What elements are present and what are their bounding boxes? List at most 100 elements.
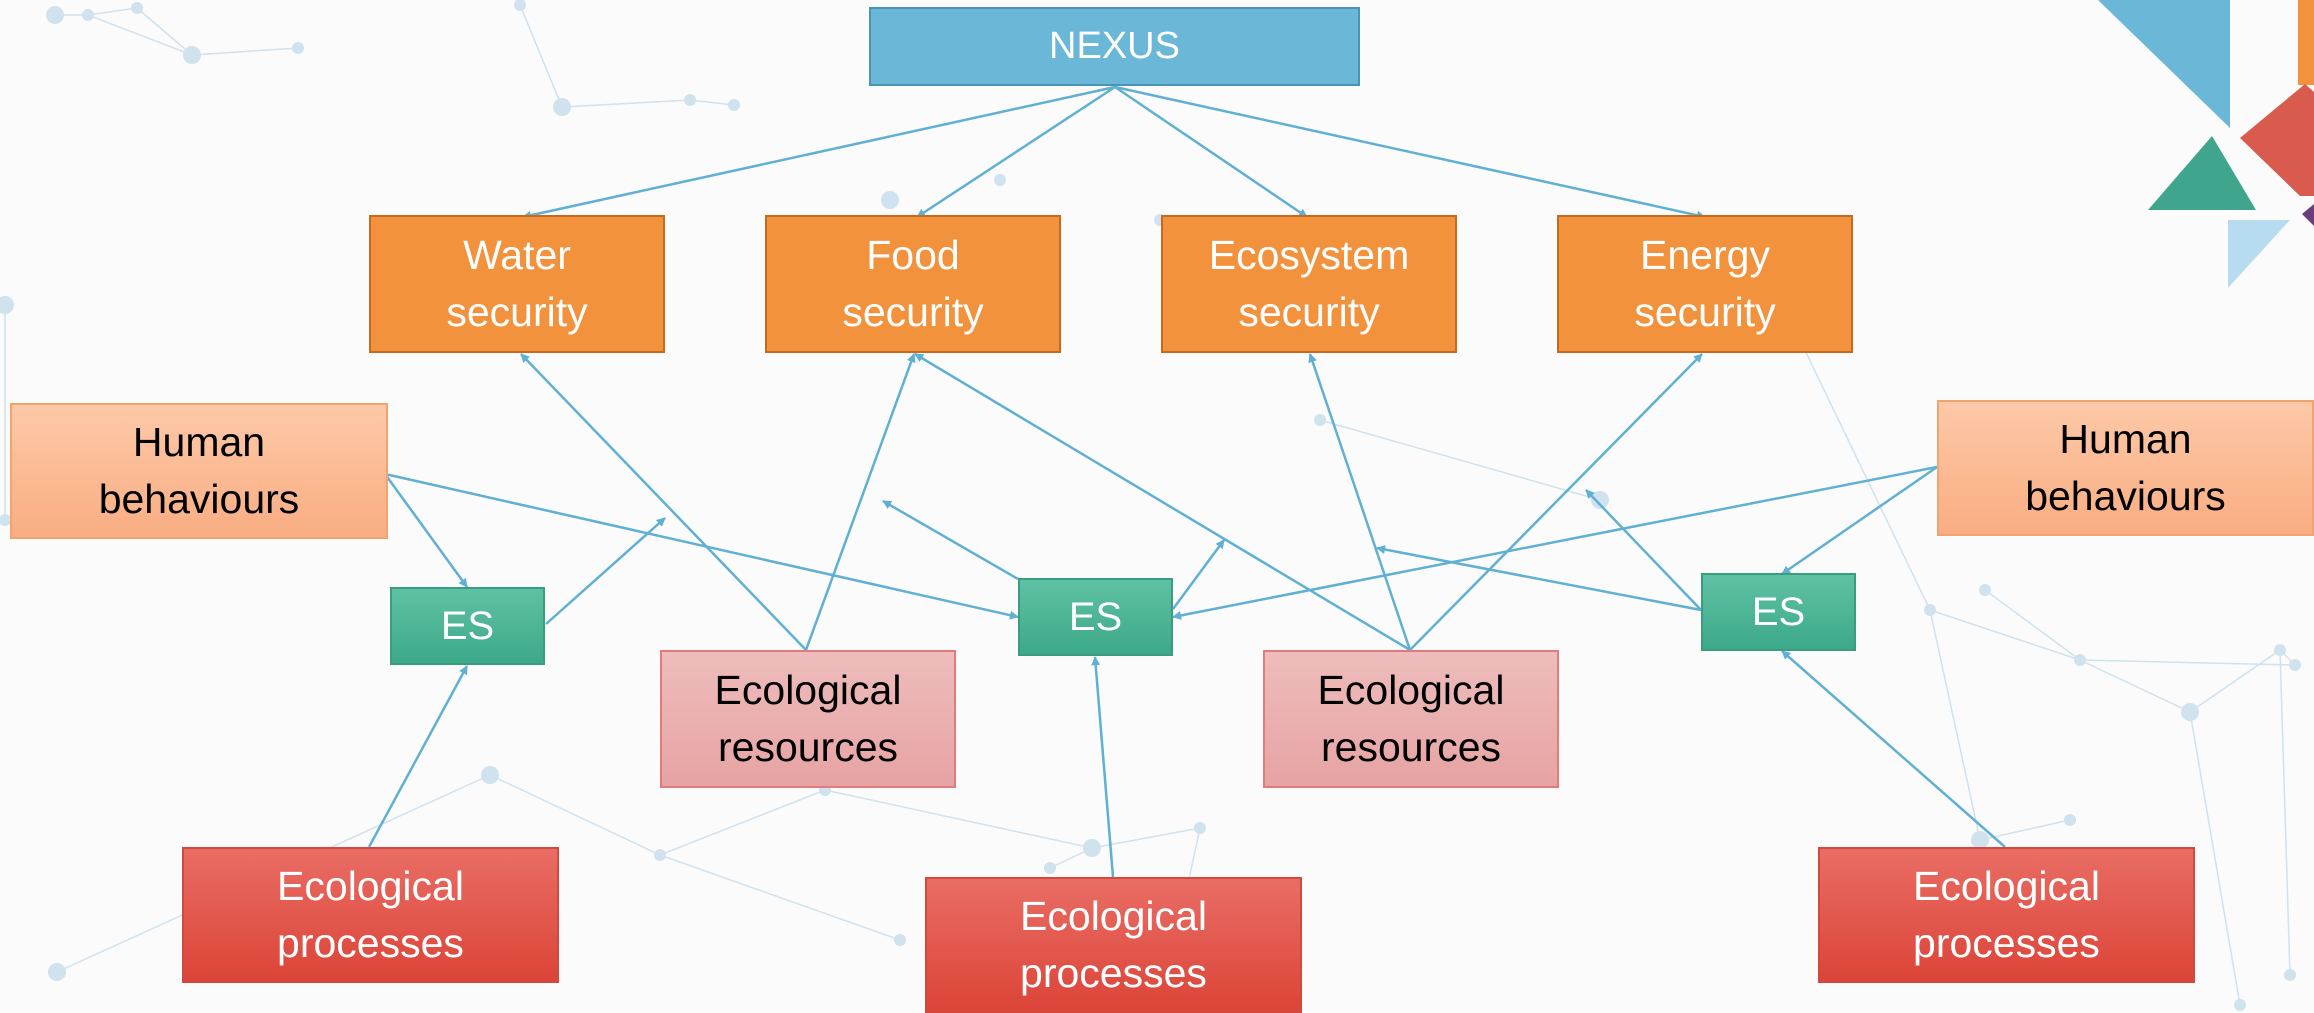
network-dot (2284, 969, 2296, 981)
processes-left-line2: processes (277, 920, 464, 966)
processes-right-line1: Ecological (1913, 862, 2100, 909)
processes-right-line2: processes (1913, 920, 2100, 966)
network-dot (553, 98, 571, 116)
network-link (1929, 609, 1981, 841)
water-label-line1: Water (463, 231, 571, 278)
energy-security-box: Energy security (1557, 215, 1853, 353)
network-dot (2274, 644, 2286, 656)
es-left-label: ES (440, 604, 495, 648)
network-link (1929, 609, 2081, 661)
ecological-resources-right-box: Ecological resources (1263, 650, 1559, 788)
arrow (384, 472, 1019, 620)
ecological-resources-left-box: Ecological resources (660, 650, 956, 788)
network-link (561, 99, 691, 108)
food-security-box: Food security (765, 215, 1061, 353)
network-link (824, 789, 1093, 849)
network-link (1319, 419, 1601, 501)
network-dot (1924, 604, 1936, 616)
network-link (2079, 659, 2191, 713)
ecological-processes-left-box: Ecological processes (182, 847, 559, 983)
arrow (914, 352, 1411, 652)
network-dot (1971, 831, 1989, 849)
network-dot (2064, 814, 2076, 826)
network-dot (183, 46, 201, 64)
human-behaviours-right-box: Human behaviours (1937, 400, 2314, 536)
arrow (1376, 545, 1702, 612)
network-dot (994, 174, 1006, 186)
processes-left-line1: Ecological (277, 862, 464, 909)
network-dot (1194, 822, 1206, 834)
arrow (1308, 353, 1412, 651)
arrow (1171, 539, 1226, 610)
processes-center-line1: Ecological (1020, 892, 1207, 939)
network-link (136, 7, 193, 56)
arrow (383, 473, 469, 588)
network-dot (2181, 703, 2199, 721)
network-dot (481, 766, 499, 784)
arrow (1409, 353, 1703, 651)
arrow (520, 353, 807, 651)
network-dot (1083, 839, 1101, 857)
arrow (916, 85, 1116, 219)
network-dot (82, 9, 94, 21)
resources-right-line1: Ecological (1317, 666, 1505, 713)
network-link (87, 14, 193, 56)
food-label-line1: Food (866, 231, 960, 278)
food-label-line2: security (842, 289, 984, 335)
resources-right-line2: resources (1320, 724, 1501, 770)
network-dot (46, 6, 64, 24)
es-right-box: ES (1701, 573, 1856, 651)
arrow (1781, 465, 1938, 576)
network-dot (1591, 491, 1609, 509)
arrow (1114, 85, 1706, 220)
network-dot (654, 849, 666, 861)
network-link (659, 789, 826, 856)
water-security-box: Water security (369, 215, 665, 353)
arrow (1114, 85, 1308, 219)
network-dot (1044, 862, 1056, 874)
es-center-label: ES (1068, 595, 1123, 639)
human-right-line1: Human (2059, 415, 2192, 462)
arrow (1172, 465, 1938, 620)
ecological-processes-right-box: Ecological processes (1818, 847, 2195, 983)
network-dot (514, 0, 526, 11)
network-link (489, 774, 661, 856)
network-link (2279, 649, 2291, 976)
network-dot (131, 2, 143, 14)
network-link (87, 7, 138, 16)
network-dot (881, 191, 899, 209)
resources-left-line2: resources (717, 724, 898, 770)
network-link (2079, 659, 2296, 666)
energy-label-line1: Energy (1640, 231, 1770, 278)
energy-label-line2: security (1634, 289, 1776, 335)
network-dot (0, 296, 14, 314)
human-right-line2: behaviours (2025, 473, 2226, 519)
arrow (545, 517, 666, 625)
arrow (367, 665, 469, 848)
arrow (882, 499, 1019, 581)
network-dot (2074, 654, 2086, 666)
processes-center-line2: processes (1020, 950, 1207, 996)
es-left-box: ES (390, 587, 545, 665)
network-link (1984, 589, 2081, 661)
network-link (659, 854, 901, 941)
network-dot (48, 963, 66, 981)
network-link (519, 4, 563, 108)
arrow (804, 353, 916, 651)
network-dot (2289, 659, 2301, 671)
network-dot (684, 94, 696, 106)
nexus-label: NEXUS (1049, 24, 1180, 67)
es-right-label: ES (1751, 590, 1806, 634)
es-center-box: ES (1018, 578, 1173, 656)
network-dot (728, 99, 740, 111)
water-label-line2: security (446, 289, 588, 335)
arrow (1091, 656, 1115, 878)
network-link (1799, 339, 1931, 611)
network-dot (1314, 414, 1326, 426)
network-link (2189, 711, 2241, 1006)
network-dot (2234, 999, 2246, 1011)
resources-left-line1: Ecological (714, 666, 902, 713)
